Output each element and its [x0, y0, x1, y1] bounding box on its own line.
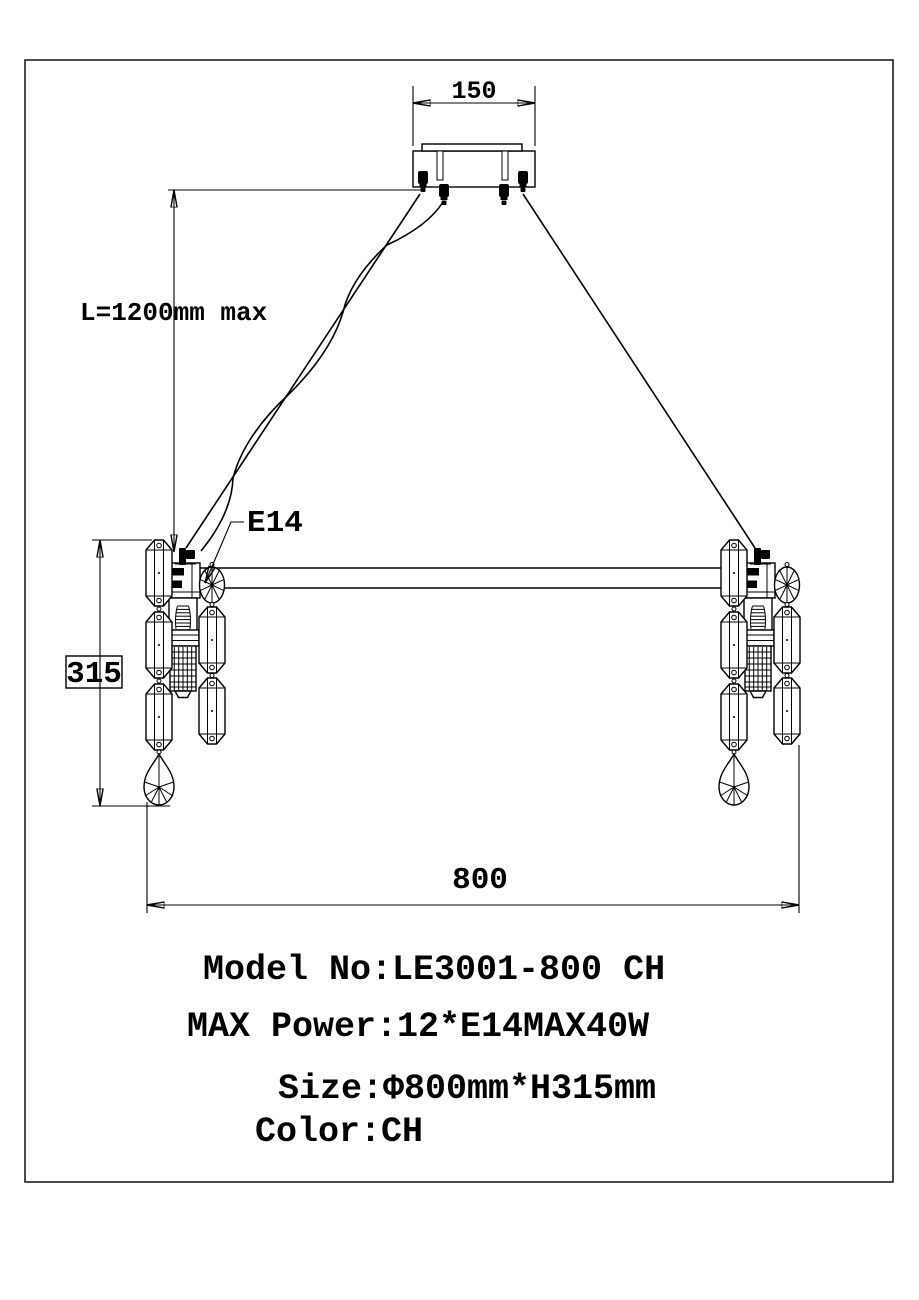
- lamp-assembly-left: [144, 540, 225, 805]
- suspension-cable-right: [522, 193, 756, 549]
- ring-frame: [200, 567, 743, 589]
- socket-callout: E14: [205, 506, 303, 583]
- cable-gripper: [499, 184, 509, 205]
- suspension-cable-left: [185, 193, 421, 549]
- dim-suspension-length: L=1200mm max: [80, 189, 421, 552]
- cable-gripper: [418, 171, 428, 192]
- dim-body-height: 315: [65, 539, 170, 807]
- page-border-frame: [24, 59, 894, 1183]
- dim-canopy-width: 150: [412, 77, 536, 146]
- dim-body-height-label: 315: [66, 657, 122, 692]
- ceiling-canopy: [412, 143, 536, 205]
- dim-canopy-width-label: 150: [451, 77, 496, 106]
- dim-suspension-length-label: L=1200mm max: [80, 298, 267, 328]
- cable-gripper: [518, 171, 528, 192]
- dim-body-diameter-label: 800: [452, 863, 508, 898]
- suspension-system: [185, 193, 756, 552]
- power-cord: [200, 201, 444, 552]
- lamp-assembly-right: [719, 540, 800, 805]
- dim-body-diameter: 800: [146, 745, 800, 913]
- e14-leader-line: [205, 521, 244, 583]
- cable-gripper: [439, 184, 449, 205]
- e14-label: E14: [247, 506, 303, 541]
